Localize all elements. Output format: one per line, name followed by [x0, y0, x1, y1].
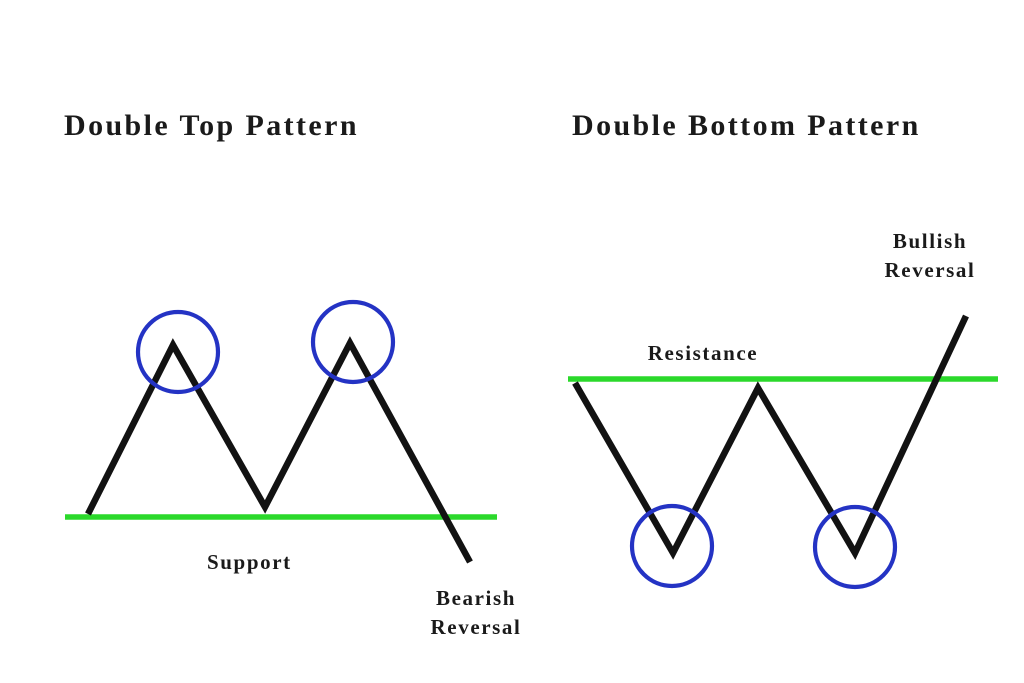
second-bottom-marker-circle [812, 504, 898, 590]
bearish-reversal-label-line2: Reversal [431, 615, 522, 639]
bullish-reversal-label-line2: Reversal [885, 258, 976, 282]
first-bottom-marker-circle [629, 503, 715, 589]
second-top-marker-circle [310, 299, 396, 385]
double-top-panel: Double Top Pattern Support Bearish Rever… [64, 109, 522, 639]
bullish-reversal-label-line1: Bullish [893, 229, 967, 253]
first-top-marker-circle [135, 309, 221, 395]
resistance-label: Resistance [648, 341, 758, 365]
double-bottom-price-path [572, 314, 969, 560]
double-top-price-path [85, 336, 473, 564]
double-bottom-title: Double Bottom Pattern [572, 109, 921, 142]
bearish-reversal-label-line1: Bearish [436, 586, 516, 610]
double-bottom-panel: Double Bottom Pattern Resistance Bullish… [568, 109, 998, 590]
double-top-title: Double Top Pattern [64, 109, 359, 142]
support-label: Support [207, 550, 292, 574]
